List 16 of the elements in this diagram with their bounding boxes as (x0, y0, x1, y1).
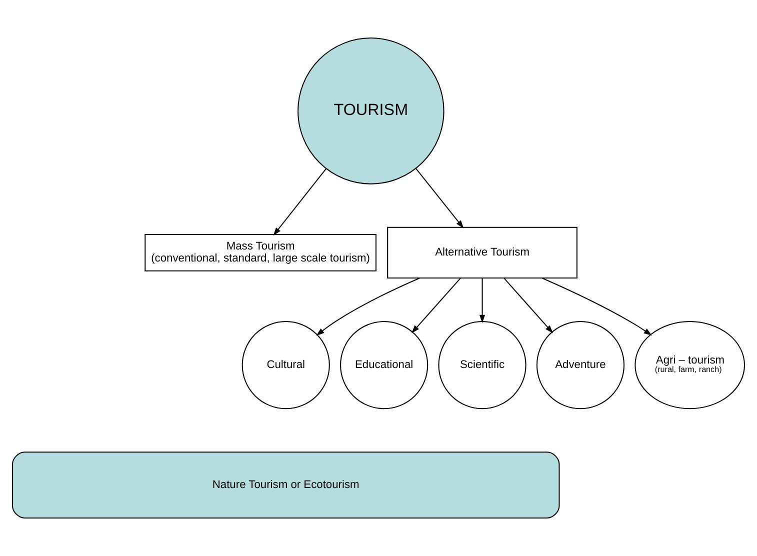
node-circle: Educational (340, 321, 428, 410)
arrow (273, 168, 326, 236)
node-circle: Adventure (536, 321, 625, 410)
node-box: Alternative Tourism (387, 226, 578, 278)
node-circle: Scientific (438, 321, 526, 410)
node-ellipse: Agri – tourism (rural, farm, ranch) (634, 321, 745, 410)
node-circle: Cultural (242, 321, 330, 410)
node-circle: TOURISM (298, 38, 444, 184)
arrow (316, 278, 420, 336)
arrow (504, 278, 554, 334)
arrow (412, 278, 461, 334)
arrow (479, 278, 486, 323)
arrow (542, 278, 652, 336)
arrow (415, 168, 464, 228)
node-box: Mass Tourism (conventional, standard, large scale tourism) (144, 234, 376, 272)
node-box: Nature Tourism or Ecotourism (12, 452, 560, 518)
